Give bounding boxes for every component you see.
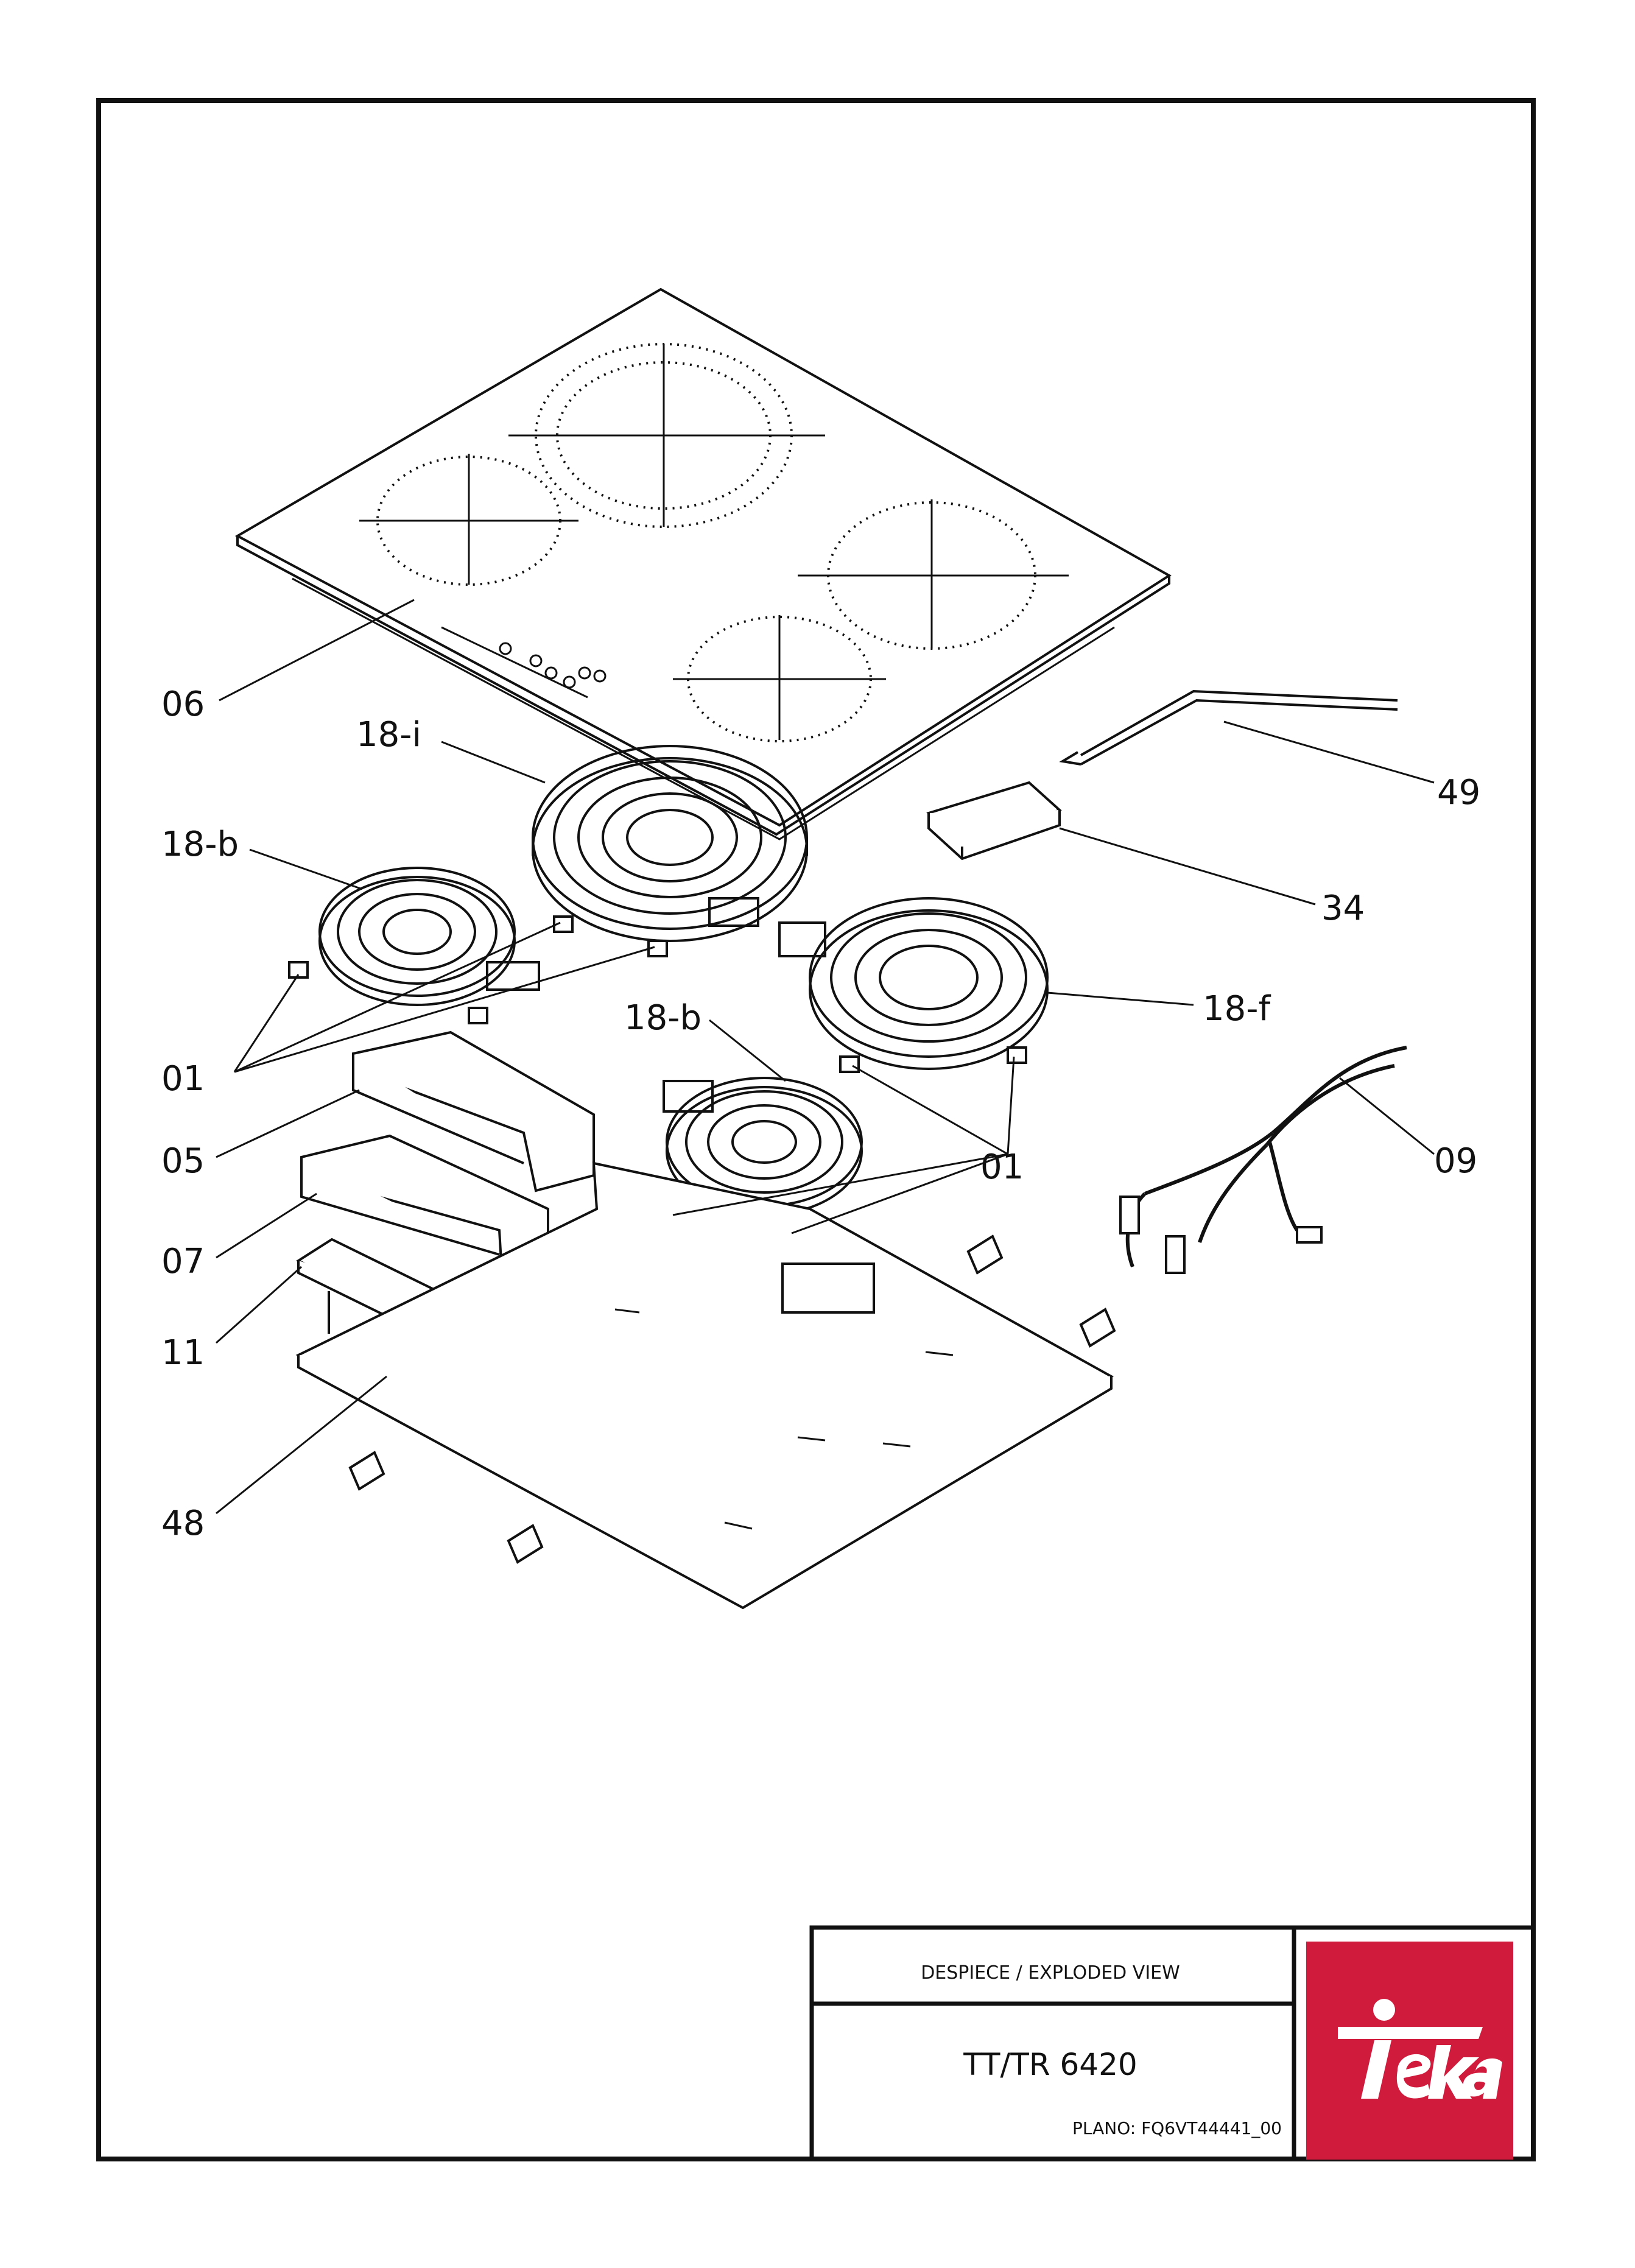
title-block [809,1925,1536,2161]
front-insulation-07 [300,1134,549,1284]
terminal-block-34 [926,781,1062,861]
title-block-model: TT/TR 6420 [963,2047,1137,2082]
medium-radiant-element-18-b-left [318,867,540,1006]
callout-11: 11 [161,1333,205,1373]
callout-leader-lines [216,599,1435,1515]
large-radiant-element-18-i [532,745,808,942]
callout-18-f: 18-f [1203,989,1271,1029]
title-block-plano: PLANO: FQ6VT44441_00 [1072,2118,1282,2138]
fixing-clips [348,1234,1116,1564]
callout-34: 34 [1321,889,1365,928]
callout-01-left: 01 [161,1059,205,1099]
callout-07: 07 [161,1242,205,1281]
callout-06: 06 [161,685,205,724]
callout-18-b-middle: 18-b [624,998,701,1038]
callout-49: 49 [1437,773,1480,812]
wiring-harness-09 [1119,1046,1407,1274]
side-insulation-05 [352,1030,595,1192]
callout-01-right: 01 [980,1147,1024,1187]
temperature-limiter-rod-49 [1059,689,1398,766]
bottom-tray-48 [295,1161,1114,1610]
large-radiant-element-18-f [778,897,1049,1070]
callout-18-i: 18-i [356,715,421,755]
callout-05: 05 [161,1141,205,1181]
ceramic-glass-top-06 [234,287,1172,840]
callout-09: 09 [1434,1141,1477,1181]
teka-logo [1306,1942,1513,2160]
callout-18-b-top: 18-b [161,825,239,864]
title-block-heading: DESPIECE / EXPLODED VIEW [921,1962,1180,1984]
callout-48: 48 [161,1504,205,1543]
